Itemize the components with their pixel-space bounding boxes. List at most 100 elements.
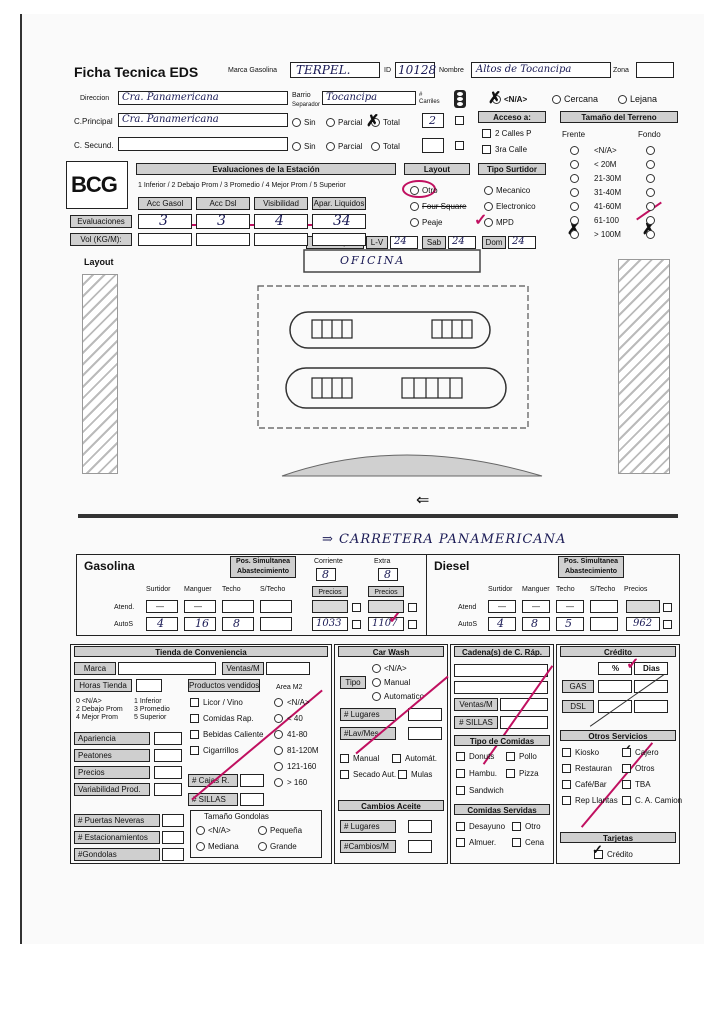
radio-layout-peaje[interactable] [410, 218, 419, 227]
acceso-2calles-checkbox[interactable] [482, 129, 491, 138]
otros-checkbox-7[interactable] [622, 796, 631, 805]
radio-sep-total[interactable] [371, 118, 380, 127]
rating-field-3[interactable] [154, 783, 182, 796]
radio-carwash-na[interactable] [372, 664, 381, 673]
radio-surtidor-electronico[interactable] [484, 202, 493, 211]
radio-frente-6[interactable] [570, 230, 579, 239]
tienda-marca-field[interactable] [118, 662, 216, 675]
radio-surtidor-mpd[interactable] [484, 218, 493, 227]
carwash-opt-secado[interactable] [340, 770, 349, 779]
rating-field-2[interactable] [154, 766, 182, 779]
rating-field-0[interactable] [154, 732, 182, 745]
gas-atend-3[interactable] [260, 600, 292, 613]
gas-pct-field[interactable] [598, 680, 632, 693]
producto-checkbox-1[interactable] [190, 714, 199, 723]
radio-sep2-parcial[interactable] [326, 142, 335, 151]
radio-frente-2[interactable] [570, 174, 579, 183]
corriente-field[interactable]: 8 [316, 568, 336, 581]
dsl-dias-field[interactable] [634, 700, 668, 713]
gas-atend-extra-checkbox[interactable] [408, 603, 417, 612]
radio-tamano-pequena[interactable] [258, 826, 267, 835]
gas-precio-corriente-atend[interactable] [312, 600, 348, 613]
precio-extra-field[interactable]: 1107 [368, 617, 404, 631]
carwash-opt-automat[interactable] [392, 754, 401, 763]
radio-area-0[interactable] [274, 698, 283, 707]
gas-atend-1[interactable] [184, 600, 216, 613]
carriles-checkbox[interactable] [455, 116, 464, 125]
radio-area-3[interactable] [274, 746, 283, 755]
rating-field-1[interactable] [154, 749, 182, 762]
radio-frente-4[interactable] [570, 202, 579, 211]
dsl-atend-checkbox[interactable] [663, 603, 672, 612]
eval-field-2[interactable]: 4 [254, 213, 308, 229]
dsl-autos-3[interactable] [590, 617, 618, 631]
radio-sep-parcial[interactable] [326, 118, 335, 127]
cambios-lugares-field[interactable] [408, 820, 432, 833]
otros-checkbox-0[interactable] [562, 748, 571, 757]
radio-frente-3[interactable] [570, 188, 579, 197]
radio-tamano-mediana[interactable] [196, 842, 205, 851]
radio-fondo-1[interactable] [646, 160, 655, 169]
eval-field-3[interactable]: 34 [312, 213, 366, 229]
servidas-otro-checkbox[interactable] [512, 822, 521, 831]
servidas-cena-checkbox[interactable] [512, 838, 521, 847]
otros-checkbox-1[interactable] [622, 748, 631, 757]
dsl-atend-1[interactable] [522, 600, 550, 613]
lv-field[interactable]: 24 [390, 236, 418, 249]
vol-field-2[interactable] [254, 233, 308, 246]
dsl-atend-2[interactable] [556, 600, 584, 613]
cadena-sillas-field[interactable] [500, 716, 548, 729]
cadena-field-1[interactable] [454, 664, 548, 677]
marca-field[interactable]: TERPEL. [290, 62, 380, 78]
gas-autos-3[interactable] [260, 617, 292, 631]
tipo-sandwich-checkbox[interactable] [456, 786, 465, 795]
eval-field-0[interactable]: 3 [138, 213, 192, 229]
gas-atend-0[interactable] [146, 600, 178, 613]
sab-field[interactable]: 24 [448, 236, 476, 249]
radio-frente-0[interactable] [570, 146, 579, 155]
carwash-opt-manual[interactable] [340, 754, 349, 763]
servidas-almuer-checkbox[interactable] [456, 838, 465, 847]
gas-atend-corr-checkbox[interactable] [352, 603, 361, 612]
carwash-opt-mulas[interactable] [398, 770, 407, 779]
radio-frente-1[interactable] [570, 160, 579, 169]
zona-field[interactable] [636, 62, 674, 78]
dsl-autos-0[interactable]: 4 [488, 617, 516, 631]
radio-cercana[interactable] [552, 95, 561, 104]
cajas-field[interactable] [240, 774, 264, 787]
radio-area-2[interactable] [274, 730, 283, 739]
radio-sep2-sin[interactable] [292, 142, 301, 151]
gas-precio-extra-atend[interactable] [368, 600, 404, 613]
radio-carwash-automatico[interactable] [372, 692, 381, 701]
radio-fondo-2[interactable] [646, 174, 655, 183]
radio-layout-foursquare[interactable] [410, 202, 419, 211]
radio-carwash-manual[interactable] [372, 678, 381, 687]
dsl-pct-field[interactable] [598, 700, 632, 713]
radio-area-5[interactable] [274, 778, 283, 787]
nombre-field[interactable]: Altos de Tocancipa [471, 62, 611, 78]
dsl-precio-field[interactable]: 962 [626, 617, 660, 631]
gas-autos-0[interactable]: 4 [146, 617, 178, 631]
radio-tamano-na[interactable] [196, 826, 205, 835]
radio-fondo-0[interactable] [646, 146, 655, 155]
radio-fondo-3[interactable] [646, 188, 655, 197]
cprincipal-field[interactable]: Cra. Panamericana [118, 113, 288, 127]
precio-extra-checkbox[interactable] [408, 620, 417, 629]
id-field[interactable]: 10128 [395, 62, 436, 78]
vol-field-0[interactable] [138, 233, 192, 246]
dsl-atend-0[interactable] [488, 600, 516, 613]
radio-fondo-6[interactable] [646, 230, 655, 239]
radio-frente-5[interactable] [570, 216, 579, 225]
tipo-donuts-checkbox[interactable] [456, 752, 465, 761]
otros-checkbox-3[interactable] [622, 764, 631, 773]
otros-checkbox-5[interactable] [622, 780, 631, 789]
dsl-autos-1[interactable]: 8 [522, 617, 550, 631]
precio-corriente-checkbox[interactable] [352, 620, 361, 629]
radio-sep2-total[interactable] [371, 142, 380, 151]
gondolas-field[interactable] [162, 848, 184, 861]
dom-field[interactable]: 24 [508, 236, 536, 249]
csecund-checkbox[interactable] [455, 141, 464, 150]
puertas-field[interactable] [162, 814, 184, 827]
cadena-field-2[interactable] [454, 681, 548, 694]
csecund-carriles-field[interactable] [422, 138, 444, 153]
